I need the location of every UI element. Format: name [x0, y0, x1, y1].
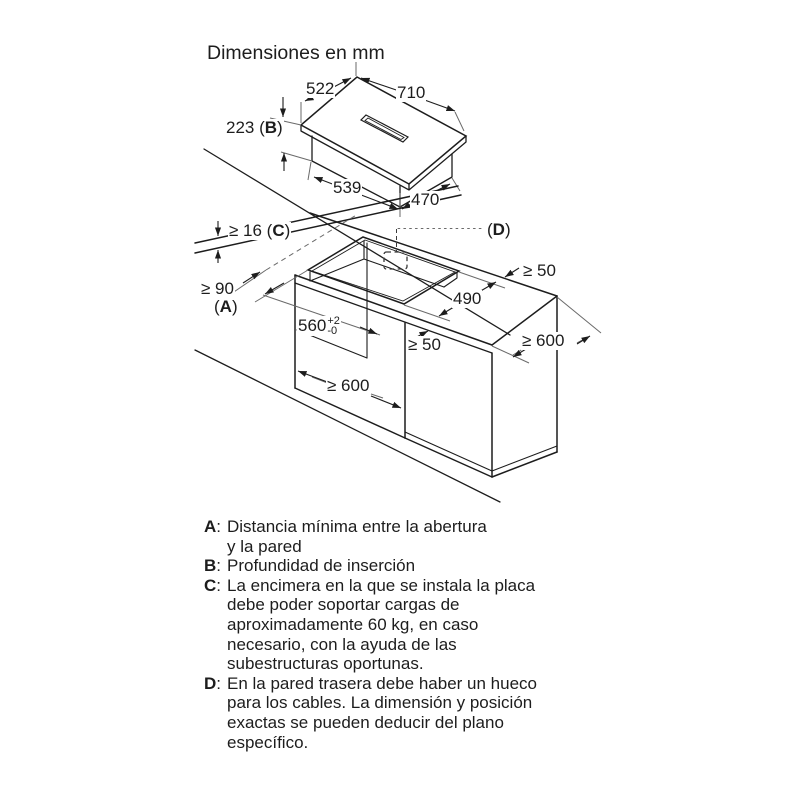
dim-cable-hole-ref: (D) — [486, 220, 512, 239]
dim-cutout-width: 560+2-0 — [297, 315, 341, 337]
cutout-outline — [306, 236, 461, 305]
dim-base-width: 539 — [332, 178, 363, 197]
worktop-cabinet-drawing — [194, 148, 558, 503]
dim-top-width: 522 — [305, 79, 336, 98]
dim-wall-distance-ref: (A) — [213, 297, 239, 316]
cable-hole-rect — [383, 251, 408, 270]
dim-cutout-depth: 490 — [452, 289, 483, 308]
worktop-back-edge — [309, 212, 558, 297]
worktop-front-edge — [294, 274, 493, 346]
legend-item-D: D: En la pared trasera debe haber un hue… — [204, 673, 538, 693]
page-title: Dimensiones en mm — [207, 42, 385, 64]
worktop-front-bottom — [294, 282, 493, 354]
legend-item-D-line4: específico. — [227, 732, 309, 752]
dim-worktop-depth: ≥ 600 — [521, 331, 566, 350]
floor-line — [194, 349, 501, 503]
worktop-right-end — [491, 295, 558, 346]
dim-base-depth: 470 — [410, 190, 441, 209]
legend-item-A: A: Distancia mínima entre la abertura — [204, 517, 487, 536]
dim-worktop-thickness: ≥ 16 (C) — [228, 221, 292, 240]
legend-item-D-line3: exactas se pueden deducir del plano — [227, 712, 504, 732]
legend-item-C-line2: debe poder soportar cargas de — [227, 595, 460, 615]
dim-insert-depth: 223 (B) — [225, 118, 284, 137]
legend: A: Distancia mínima entre la abertura y … — [204, 517, 604, 752]
legend-item-A-line2: y la pared — [227, 536, 302, 556]
legend-item-C-line5: subestructuras oportunas. — [227, 654, 424, 674]
legend-item-D-line2: para los cables. La dimensión y posición — [227, 693, 533, 713]
legend-item-C-line3: aproximadamente 60 kg, en caso — [227, 614, 479, 634]
legend-item-C-line4: necesario, con la ayuda de las — [227, 634, 457, 654]
dim-front-clearance: ≥ 50 — [407, 335, 442, 354]
counter-extension-lines — [227, 213, 602, 399]
dim-back-clearance: ≥ 50 — [522, 261, 557, 280]
legend-item-C: C: La encimera en la que se instala la p… — [204, 575, 536, 595]
dim-cabinet-interior-width: ≥ 600 — [326, 376, 371, 395]
vent-slot-outline — [359, 114, 410, 143]
legend-item-B: B: Profundidad de inserción — [204, 556, 416, 576]
dim-total-width: 710 — [396, 83, 427, 102]
dim-wall-distance: ≥ 90 — [200, 279, 235, 298]
